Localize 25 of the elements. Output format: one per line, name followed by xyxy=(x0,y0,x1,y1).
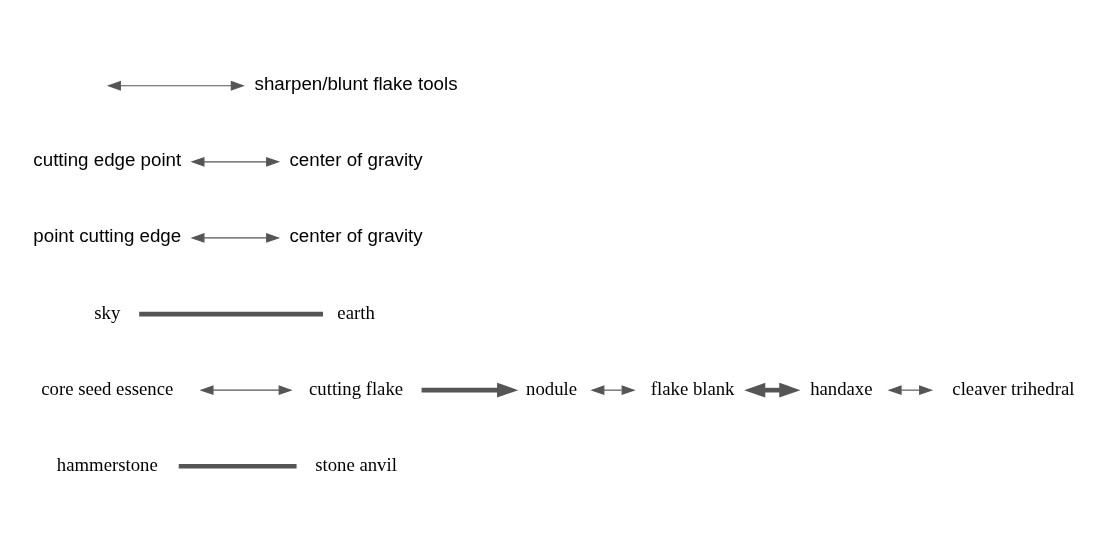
node-text: flake blank xyxy=(650,377,735,399)
node-text: point cutting edge xyxy=(33,225,182,247)
arrow xyxy=(199,385,293,396)
node-text: cleaver trihedral xyxy=(952,377,1075,399)
connector xyxy=(139,311,323,317)
arrow xyxy=(744,382,801,398)
node-text: sharpen/blunt flake tools xyxy=(254,73,458,95)
node-text: cutting flake xyxy=(309,377,404,399)
node-text: earth xyxy=(337,301,375,323)
node-text: stone anvil xyxy=(315,453,397,475)
node-text: handaxe xyxy=(810,377,873,399)
node-text: center of gravity xyxy=(289,149,423,171)
arrow xyxy=(190,233,281,243)
node-text: sky xyxy=(94,301,121,323)
arrow xyxy=(421,382,519,398)
arrow xyxy=(887,385,934,396)
arrow xyxy=(190,156,281,167)
node-text: hammerstone xyxy=(56,453,158,475)
connector xyxy=(178,463,297,469)
node-text: center of gravity xyxy=(289,225,423,247)
node-text: nodule xyxy=(526,377,578,399)
node-text: core seed essence xyxy=(41,377,174,399)
node-text: cutting edge point xyxy=(33,149,182,171)
arrow xyxy=(106,80,245,91)
arrow xyxy=(590,385,636,396)
